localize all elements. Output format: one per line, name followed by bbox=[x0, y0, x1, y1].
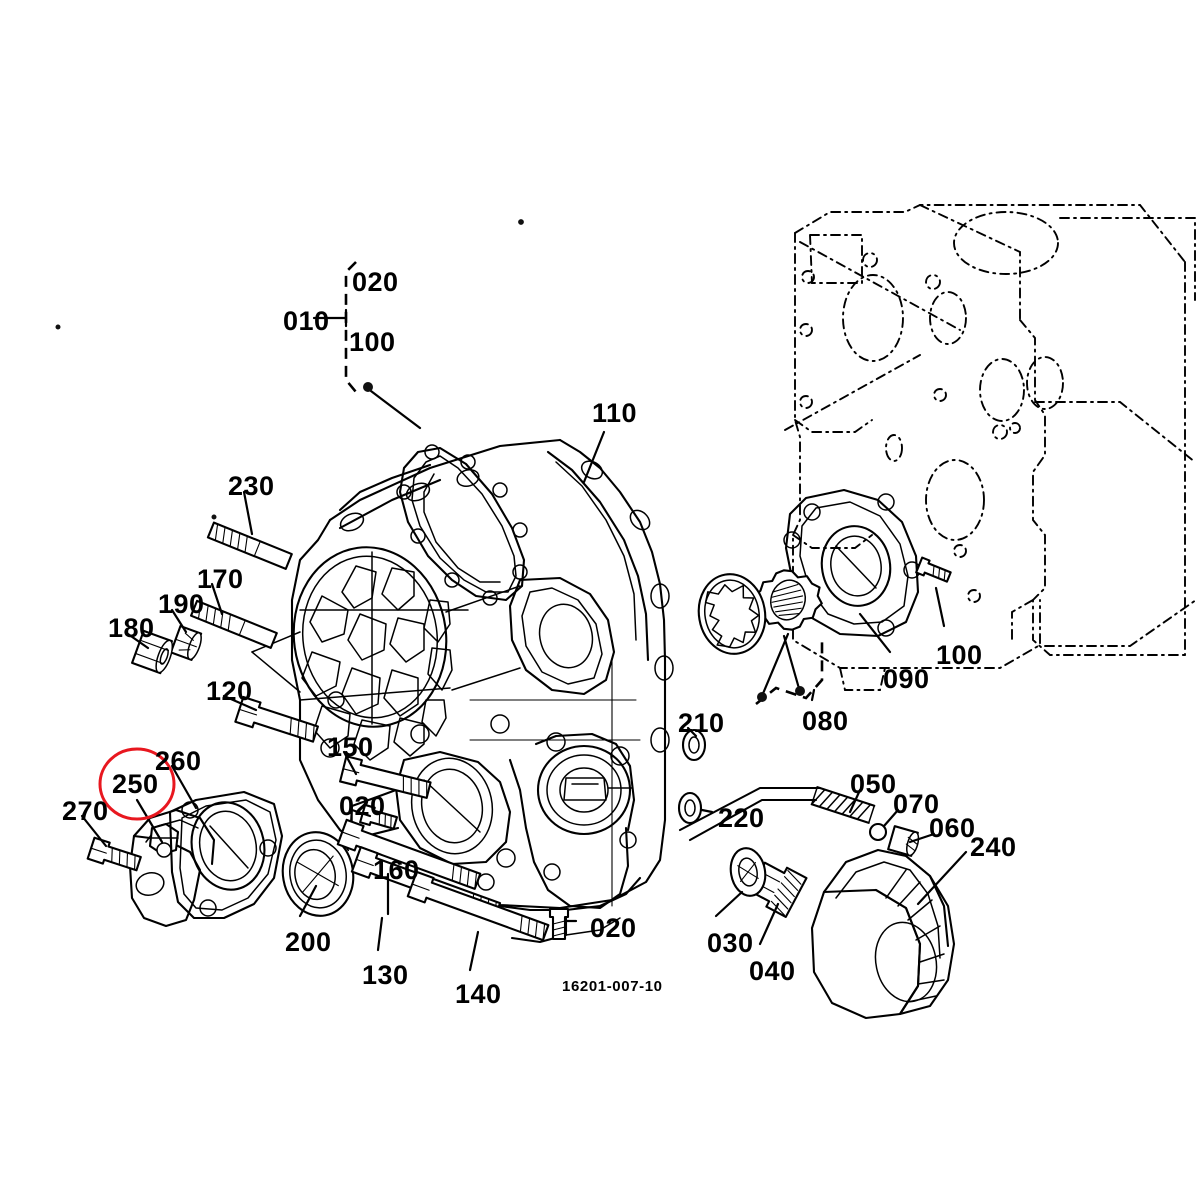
callout-050: 050 bbox=[850, 769, 897, 799]
oil-seal-200 bbox=[281, 831, 355, 917]
callout-150: 150 bbox=[327, 732, 374, 762]
callout-130: 130 bbox=[362, 960, 409, 990]
callout-220: 220 bbox=[718, 803, 765, 833]
callout-120: 120 bbox=[206, 676, 253, 706]
callout-090: 090 bbox=[883, 664, 930, 694]
nut-180 bbox=[131, 629, 174, 675]
drawing-number: 16201-007-10 bbox=[562, 978, 663, 995]
callout-230: 230 bbox=[228, 471, 275, 501]
callout-020-top: 020 bbox=[352, 267, 399, 297]
callout-100-right: 100 bbox=[936, 640, 983, 670]
leader-lines bbox=[80, 261, 968, 972]
callout-250: 250 bbox=[112, 769, 159, 799]
bolt-020c bbox=[548, 907, 570, 941]
washer-190 bbox=[169, 625, 203, 661]
stud-230 bbox=[206, 521, 293, 570]
callout-010: 010 bbox=[283, 306, 330, 336]
oil-filter-assembly bbox=[678, 786, 956, 1020]
engine-block-phantom bbox=[784, 204, 1197, 691]
callout-260: 260 bbox=[155, 746, 202, 776]
callout-040: 040 bbox=[749, 956, 796, 986]
highlight-circle-250 bbox=[98, 747, 176, 821]
callout-240: 240 bbox=[970, 832, 1017, 862]
callout-030: 030 bbox=[707, 928, 754, 958]
callout-060: 060 bbox=[929, 813, 976, 843]
bolt-160 bbox=[336, 818, 482, 890]
callout-180: 180 bbox=[108, 613, 155, 643]
scan-speck-2 bbox=[55, 324, 61, 330]
callout-270: 270 bbox=[62, 796, 109, 826]
callout-100-top: 100 bbox=[349, 327, 396, 357]
bolt-100b bbox=[915, 556, 952, 583]
callout-200: 200 bbox=[285, 927, 332, 957]
scan-speck bbox=[518, 219, 524, 225]
callout-160: 160 bbox=[373, 855, 420, 885]
callout-070: 070 bbox=[893, 789, 940, 819]
stud-170 bbox=[190, 599, 278, 649]
callout-210: 210 bbox=[678, 708, 725, 738]
callout-140: 140 bbox=[455, 979, 502, 1009]
bolt-020b bbox=[359, 803, 399, 830]
callout-110: 110 bbox=[592, 398, 638, 428]
bolt-120 bbox=[234, 695, 319, 743]
callout-020-bottom: 020 bbox=[590, 913, 637, 943]
bolt-140 bbox=[406, 870, 550, 942]
callout-080: 080 bbox=[802, 706, 849, 736]
callout-190: 190 bbox=[158, 589, 205, 619]
callout-020-mid: 020 bbox=[339, 791, 386, 821]
scan-speck-3 bbox=[211, 514, 217, 520]
callout-170: 170 bbox=[197, 564, 244, 594]
oil-pump-assembly bbox=[677, 488, 921, 825]
